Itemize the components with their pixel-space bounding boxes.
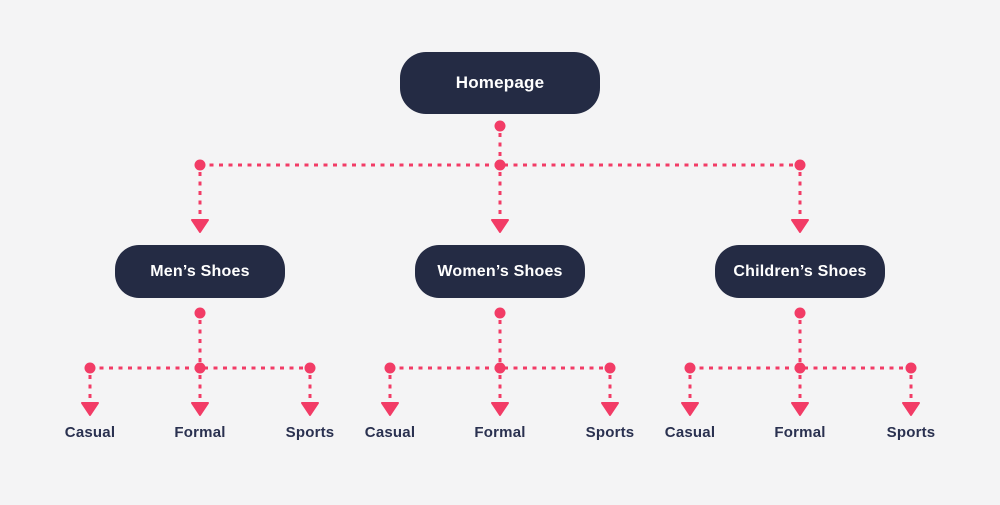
leaf-childrens-sports: Sports <box>886 424 936 441</box>
connector-womens-to-leaves <box>381 307 619 416</box>
leaf-womens-casual: Casual <box>364 424 416 441</box>
leaf-mens-sports: Sports <box>285 424 335 441</box>
arrow-down-icon <box>902 402 920 416</box>
leaf-mens-formal: Formal <box>174 424 226 441</box>
node-homepage: Homepage <box>400 52 600 114</box>
node-childrens-shoes-label: Children’s Shoes <box>733 262 867 280</box>
leaf-mens-casual: Casual <box>64 424 116 441</box>
node-homepage-label: Homepage <box>455 73 545 92</box>
node-mens-shoes: Men’s Shoes <box>115 245 285 298</box>
node-womens-shoes-label: Women’s Shoes <box>437 262 563 280</box>
arrow-down-icon <box>191 402 209 416</box>
leaf-womens-sports: Sports <box>585 424 635 441</box>
arrow-down-icon <box>791 402 809 416</box>
arrow-down-icon <box>791 219 809 233</box>
connector-mens-to-leaves <box>81 307 319 416</box>
leaf-childrens-formal: Formal <box>774 424 826 441</box>
node-mens-shoes-label: Men’s Shoes <box>150 262 250 280</box>
connector-childrens-to-leaves <box>681 307 920 416</box>
connector-root-to-branches <box>191 120 809 233</box>
arrow-down-icon <box>491 219 509 233</box>
arrow-down-icon <box>81 402 99 416</box>
leaf-childrens-casual: Casual <box>664 424 716 441</box>
node-womens-shoes: Women’s Shoes <box>415 245 585 298</box>
arrow-down-icon <box>491 402 509 416</box>
node-childrens-shoes: Children’s Shoes <box>715 245 885 298</box>
arrow-down-icon <box>191 219 209 233</box>
arrow-down-icon <box>601 402 619 416</box>
leaf-womens-formal: Formal <box>474 424 526 441</box>
arrow-down-icon <box>301 402 319 416</box>
arrow-down-icon <box>381 402 399 416</box>
arrow-down-icon <box>681 402 699 416</box>
